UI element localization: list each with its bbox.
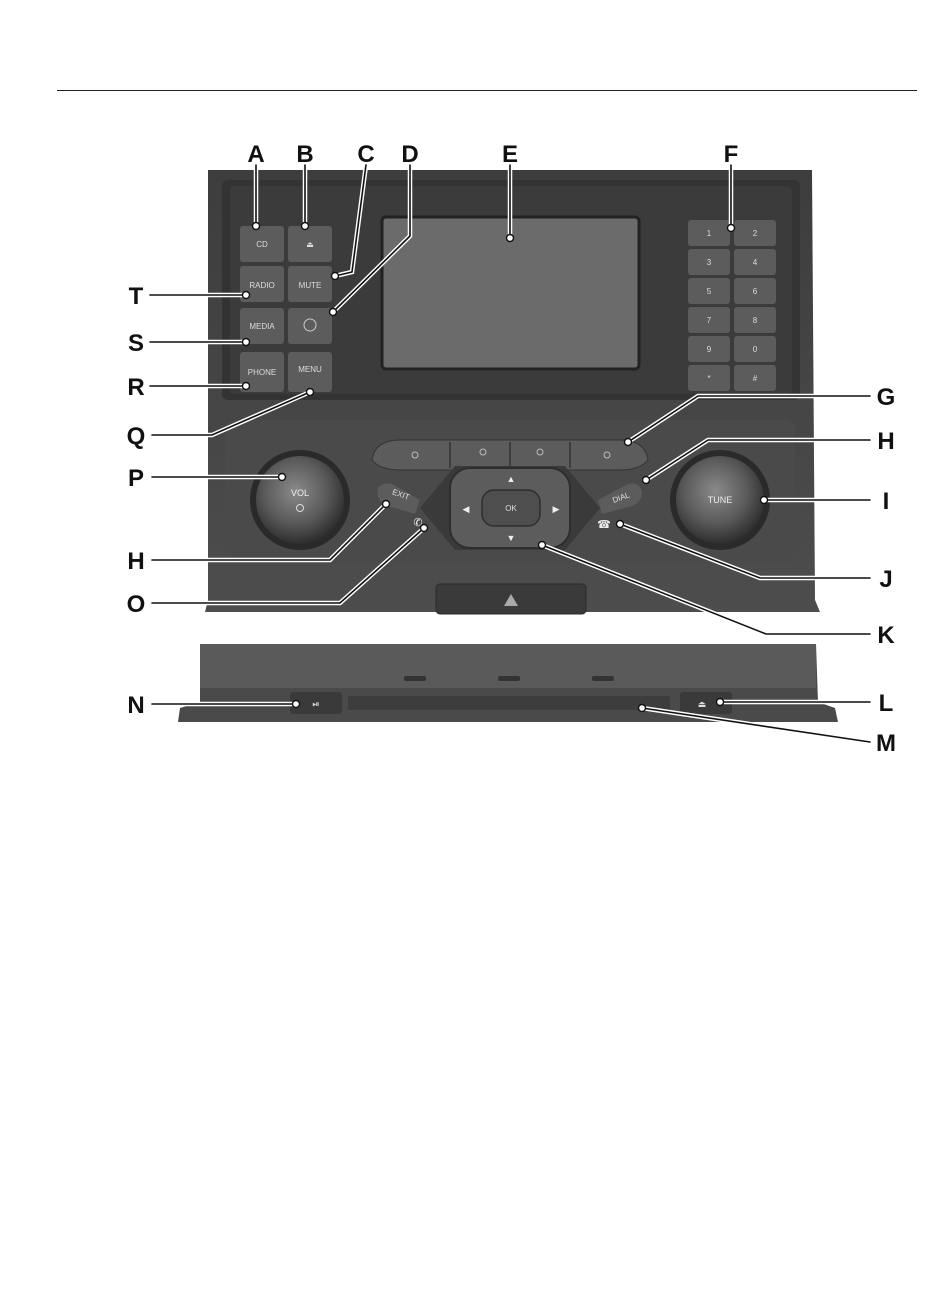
callout-b: B (296, 141, 313, 168)
dot-h-left (383, 501, 390, 508)
dot-k (539, 542, 546, 549)
callout-f: F (724, 141, 739, 168)
arrow-up-icon[interactable]: ▲ (507, 474, 516, 484)
keypad-key-label: 2 (753, 229, 758, 238)
callout-h-left: H (127, 548, 144, 575)
seek-forward-icon[interactable]: ▶ (553, 504, 560, 514)
dot-q (307, 389, 314, 396)
callout-a: A (247, 141, 264, 168)
dot-h-right (643, 477, 650, 484)
callout-k: K (877, 622, 895, 649)
dot-t (243, 292, 250, 299)
menu-label: MENU (298, 365, 322, 374)
cd-drawer: ⏯ ⏏ (178, 644, 838, 722)
dot-s (243, 339, 250, 346)
tune-label: TUNE (708, 495, 733, 505)
keypad-key-label: 5 (707, 287, 712, 296)
keypad-key-label: 7 (707, 316, 712, 325)
vol-label: VOL (291, 488, 309, 498)
callout-c: C (357, 141, 374, 168)
callout-o: O (127, 591, 146, 618)
play-pause-icon: ⏯ (312, 699, 319, 709)
keypad-key-label: 9 (707, 345, 712, 354)
drawer-vent (404, 676, 426, 681)
seek-back-icon[interactable]: ◀ (463, 504, 470, 514)
callout-e: E (502, 141, 518, 168)
callout-i: I (883, 488, 890, 515)
dot-j (617, 521, 624, 528)
drawer-vent (592, 676, 614, 681)
dot-c (332, 273, 339, 280)
dot-e (507, 235, 514, 242)
clock-button[interactable] (288, 308, 332, 344)
callout-j: J (879, 566, 892, 593)
callout-s: S (128, 330, 144, 357)
keypad-key-label: 8 (753, 316, 758, 325)
dot-b (302, 223, 309, 230)
dot-d (330, 309, 337, 316)
callout-r: R (127, 374, 144, 401)
callout-t: T (129, 283, 144, 310)
keypad-key-label: 3 (707, 258, 712, 267)
phone-label: PHONE (248, 368, 276, 377)
callout-n: N (127, 692, 144, 719)
callout-h-right: H (877, 428, 894, 455)
drawer-vent (498, 676, 520, 681)
dot-n (293, 701, 300, 708)
dot-g (625, 439, 632, 446)
keypad-key-label: 6 (753, 287, 758, 296)
dot-f (728, 225, 735, 232)
drawer-face (200, 644, 816, 688)
eject-icon: ⏏ (306, 240, 314, 249)
ok-label: OK (505, 504, 517, 513)
callout-m: M (876, 730, 896, 757)
radio-label: RADIO (249, 281, 274, 290)
media-label: MEDIA (249, 322, 275, 331)
dot-r (243, 383, 250, 390)
mute-label: MUTE (299, 281, 322, 290)
arrow-down-icon[interactable]: ▼ (507, 533, 516, 543)
dot-m (639, 705, 646, 712)
eject-icon: ⏏ (698, 699, 707, 709)
cd-slot[interactable] (348, 696, 670, 710)
keypad-key-label: 4 (753, 258, 758, 267)
cd-label: CD (256, 240, 268, 249)
keypad-key-label: 1 (707, 229, 712, 238)
vol-knob[interactable] (256, 456, 344, 544)
dot-p (279, 474, 286, 481)
callout-d: D (401, 141, 418, 168)
keypad-key-label: * (707, 374, 710, 383)
keypad-key-label: # (753, 374, 758, 383)
dot-a (253, 223, 260, 230)
keypad-key-label: 0 (753, 345, 758, 354)
callout-q: Q (127, 423, 146, 450)
callout-g: G (877, 384, 896, 411)
phone-end-icon[interactable]: ☎ (597, 519, 611, 531)
dot-o (421, 525, 428, 532)
dot-l (717, 699, 724, 706)
dot-i (761, 497, 768, 504)
callout-l: L (879, 690, 894, 717)
callout-p: P (128, 465, 144, 492)
